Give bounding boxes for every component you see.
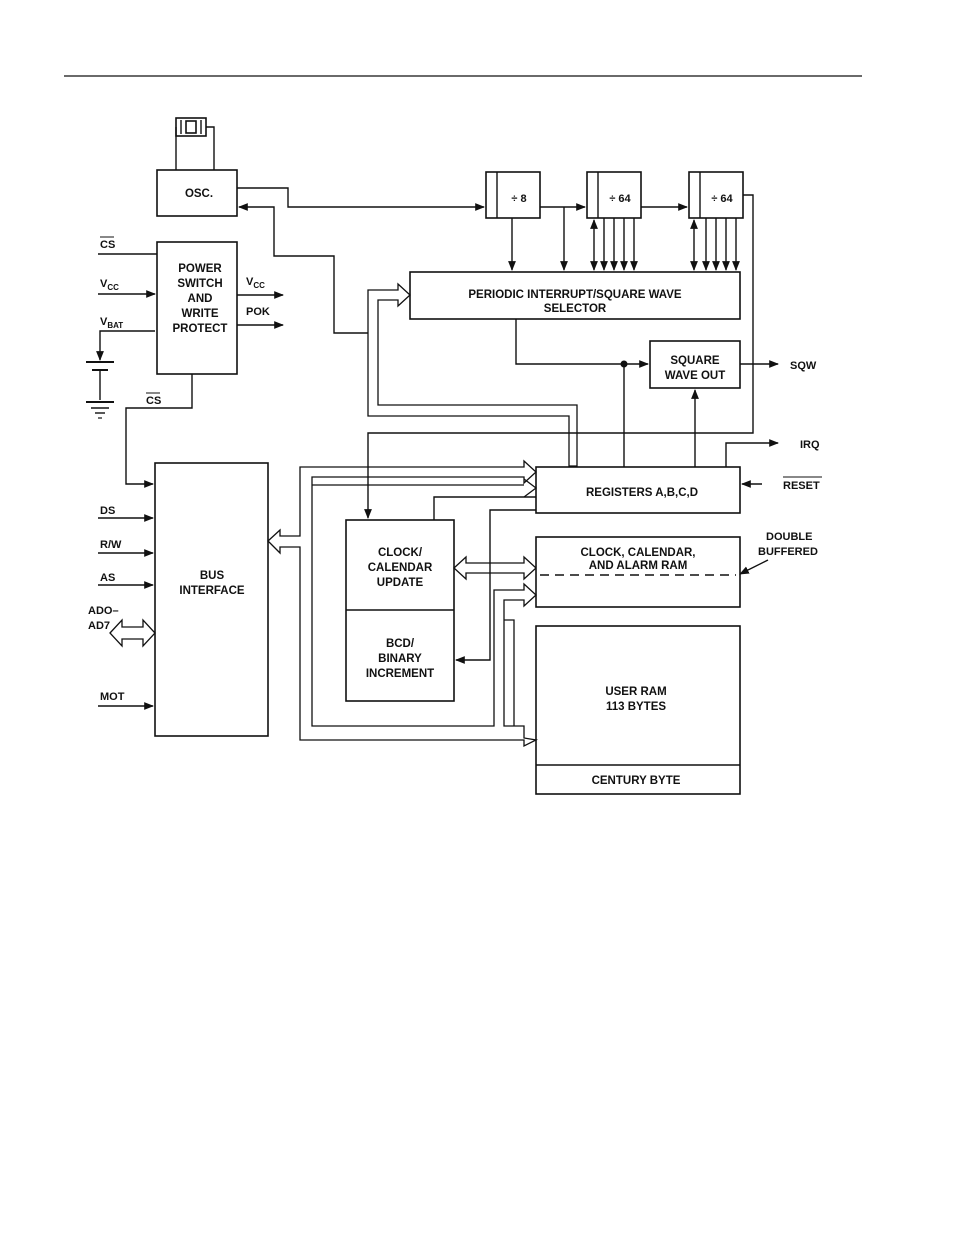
svg-text:÷ 8: ÷ 8: [511, 193, 526, 205]
power-label-5: PROTECT: [173, 323, 228, 335]
svg-text:WAVE OUT: WAVE OUT: [665, 370, 725, 382]
osc-block: OSC.: [156, 169, 238, 217]
bus-arrow-clock-ram: [453, 555, 537, 581]
clock-calendar-update-block: CLOCK/ CALENDAR UPDATE: [345, 519, 455, 702]
registers-block: REGISTERS A,B,C,D: [535, 466, 741, 514]
cs-input-label: CS: [100, 239, 115, 251]
power-label-3: AND: [188, 293, 213, 305]
rw-label: R/W: [100, 539, 122, 551]
svg-text:113 BYTES: 113 BYTES: [606, 701, 666, 713]
svg-text:SQUARE: SQUARE: [670, 355, 720, 367]
ad-label-2: AD7: [88, 620, 110, 632]
svg-text:CLOCK/: CLOCK/: [378, 547, 423, 559]
cs-output-label: CS: [146, 395, 161, 407]
sqw-label: SQW: [790, 360, 817, 372]
square-wave-out-block: SQUARE WAVE OUT: [649, 340, 741, 389]
divide-by-64-block-b: ÷ 64: [688, 171, 744, 219]
battery-icon: [86, 361, 114, 419]
svg-text:BINARY: BINARY: [378, 653, 422, 665]
svg-text:CALENDAR: CALENDAR: [368, 562, 433, 574]
double-buffered-label-1: DOUBLE: [766, 531, 812, 543]
osc-label: OSC.: [185, 188, 213, 200]
svg-text:SELECTOR: SELECTOR: [544, 303, 607, 315]
divide-by-8-block: ÷ 8: [485, 171, 541, 219]
crystal-icon: [175, 117, 215, 170]
svg-text:AND ALARM RAM: AND ALARM RAM: [589, 560, 688, 572]
bus-interface-block: BUS INTERFACE: [154, 462, 269, 737]
reset-label: RESET: [783, 480, 820, 492]
ad-label-1: ADO–: [88, 605, 119, 617]
vbat-input-label: VBAT: [100, 316, 123, 330]
mot-label: MOT: [100, 691, 125, 703]
power-switch-block: POWER SWITCH AND WRITE PROTECT: [156, 241, 238, 375]
power-label-2: SWITCH: [177, 278, 222, 290]
svg-text:CLOCK, CALENDAR,: CLOCK, CALENDAR,: [581, 547, 696, 559]
svg-text:INTERFACE: INTERFACE: [179, 585, 245, 597]
pok-label: POK: [246, 306, 270, 318]
svg-text:÷ 64: ÷ 64: [711, 193, 733, 205]
svg-text:PERIODIC INTERRUPT/SQUARE WAVE: PERIODIC INTERRUPT/SQUARE WAVE: [468, 289, 682, 301]
divide-by-64-block-a: ÷ 64: [586, 171, 642, 219]
svg-text:REGISTERS A,B,C,D: REGISTERS A,B,C,D: [586, 487, 698, 499]
clock-calendar-alarm-ram-block: CLOCK, CALENDAR, AND ALARM RAM: [535, 536, 741, 608]
svg-text:÷ 64: ÷ 64: [609, 193, 631, 205]
periodic-interrupt-selector-block: PERIODIC INTERRUPT/SQUARE WAVE SELECTOR: [409, 271, 741, 320]
irq-label: IRQ: [800, 439, 820, 451]
svg-text:BCD/: BCD/: [386, 638, 415, 650]
ds-label: DS: [100, 505, 115, 517]
power-label-4: WRITE: [181, 308, 218, 320]
internal-bus: [267, 459, 539, 748]
svg-text:UPDATE: UPDATE: [377, 577, 424, 589]
svg-text:USER RAM: USER RAM: [605, 686, 666, 698]
double-buffered-label-2: BUFFERED: [758, 546, 818, 558]
as-label: AS: [100, 572, 115, 584]
century-byte-label: CENTURY BYTE: [592, 775, 681, 787]
ad-bus-arrow: [109, 618, 156, 648]
power-label-1: POWER: [178, 263, 222, 275]
bcd-binary-increment-block: BCD/ BINARY INCREMENT: [366, 638, 434, 680]
vcc-output-label: VCC: [246, 276, 265, 290]
user-ram-block: USER RAM 113 BYTES CENTURY BYTE: [535, 625, 741, 795]
svg-text:BUS: BUS: [200, 570, 225, 582]
vcc-input-label: VCC: [100, 278, 119, 292]
svg-text:INCREMENT: INCREMENT: [366, 668, 434, 680]
